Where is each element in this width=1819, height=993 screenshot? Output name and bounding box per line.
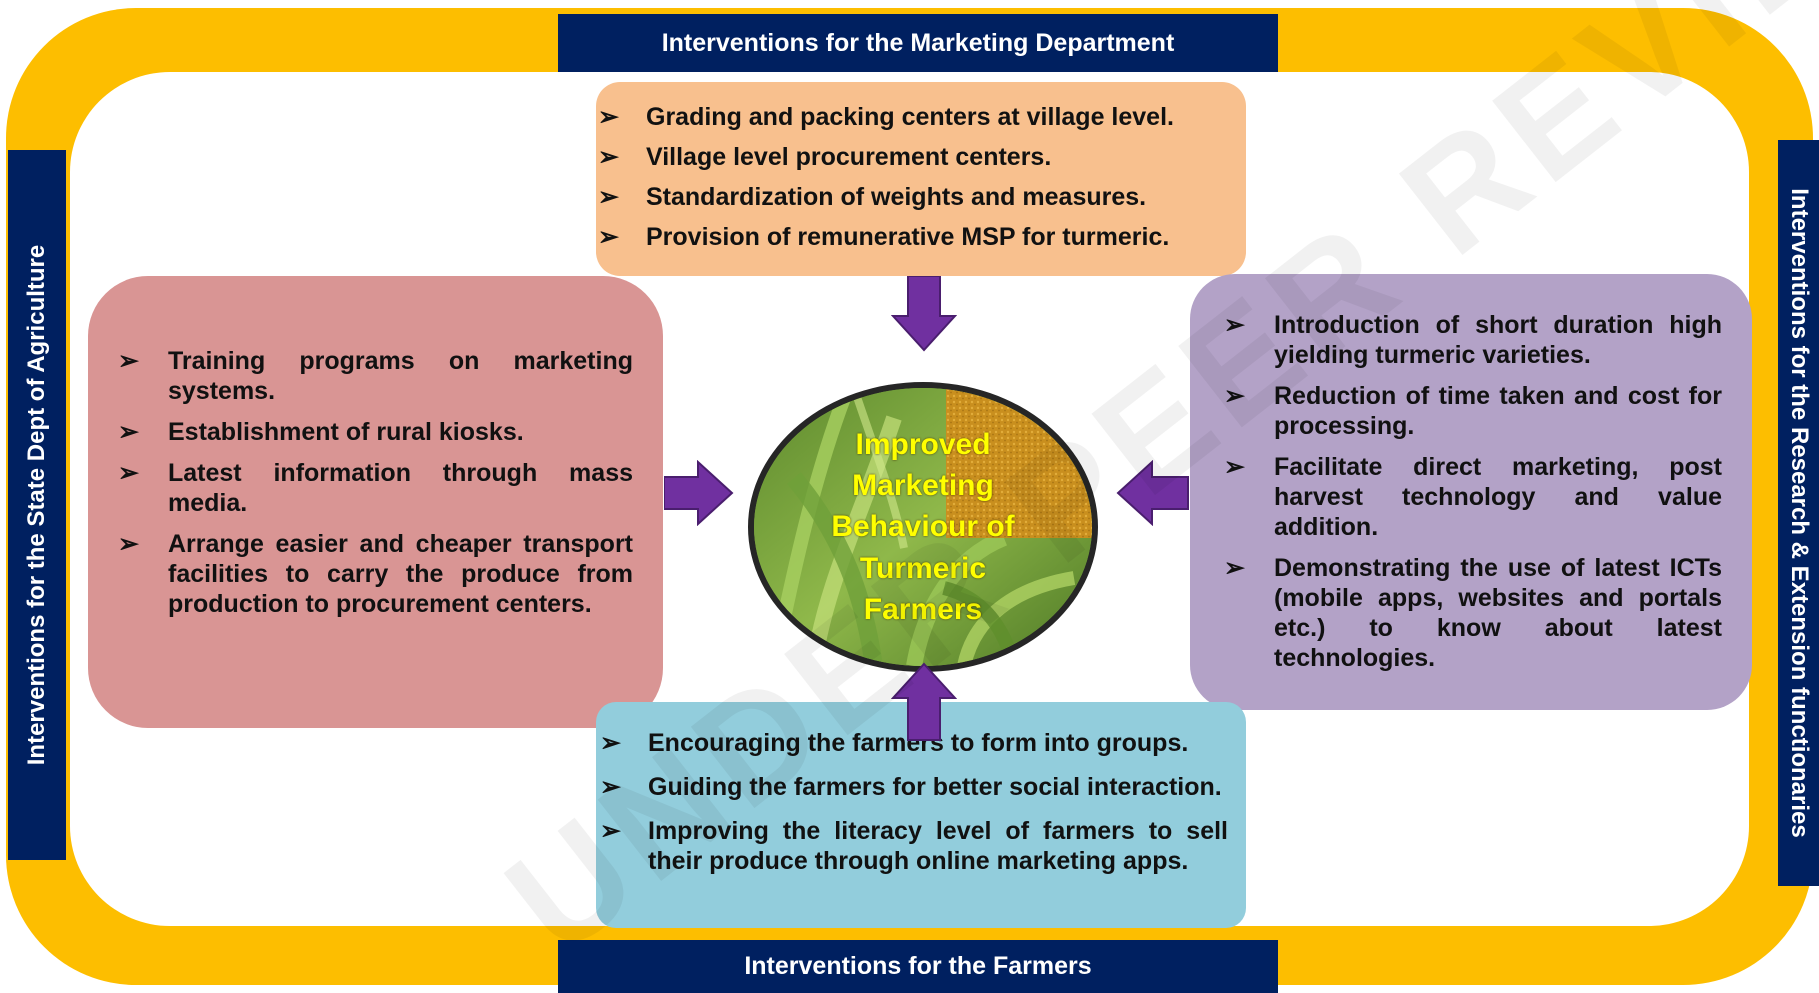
bullet-arrow-icon: ➢ [118,530,139,558]
list-item: ➢Training programs on marketing systems. [118,347,633,405]
bullet-arrow-icon: ➢ [118,347,139,375]
bullet-arrow-icon: ➢ [1224,311,1245,339]
center-title-line: Farmers [863,593,983,627]
label-research-extension-text: Interventions for the Research & Extensi… [1785,188,1813,838]
label-marketing-department: Interventions for the Marketing Departme… [558,14,1278,72]
bullet-arrow-icon: ➢ [1224,554,1245,582]
center-oval: Improved Marketing Behaviour of Turmeric… [748,382,1098,672]
marketing-interventions-box: ➢Grading and packing centers at village … [596,82,1246,276]
list-item: ➢Reduction of time taken and cost for pr… [1224,382,1722,440]
bullet-arrow-icon: ➢ [598,183,619,211]
label-state-agriculture: Interventions for the State Dept of Agri… [8,150,66,860]
bullet-arrow-icon: ➢ [600,817,621,845]
center-title-line: Marketing [852,468,994,502]
arrow-left-icon [1116,460,1189,526]
center-title-line: Turmeric [859,551,987,585]
list-item: ➢Village level procurement centers. [598,143,1052,171]
state-agriculture-interventions-box: ➢Training programs on marketing systems.… [88,276,663,728]
center-title-line: Improved [855,427,991,461]
list-item: ➢Guiding the farmers for better social i… [600,773,1222,801]
list-item: ➢Improving the literacy level of farmers… [600,817,1228,875]
label-research-extension: Interventions for the Research & Extensi… [1778,140,1819,886]
list-item: ➢Standardization of weights and measures… [598,183,1147,211]
bullet-arrow-icon: ➢ [118,459,139,487]
arrow-right-icon [664,460,734,526]
label-marketing-department-text: Interventions for the Marketing Departme… [661,28,1175,57]
bullet-arrow-icon: ➢ [600,773,621,801]
center-title: Improved Marketing Behaviour of Turmeric… [754,388,1092,666]
bullet-arrow-icon: ➢ [600,729,621,757]
list-item: ➢Provision of remunerative MSP for turme… [598,223,1170,251]
list-item: ➢Establishment of rural kiosks. [118,418,524,446]
bullet-arrow-icon: ➢ [598,223,619,251]
research-extension-interventions-box: ➢Introduction of short duration high yie… [1190,274,1752,710]
list-item: ➢Demonstrating the use of latest ICTs (m… [1224,554,1722,672]
bullet-arrow-icon: ➢ [118,418,139,446]
bullet-arrow-icon: ➢ [598,143,619,171]
arrow-down-icon [891,276,957,352]
turmeric-field-image [754,388,1092,666]
label-farmers-text: Interventions for the Farmers [744,952,1092,980]
farmers-interventions-box: ➢Encouraging the farmers to form into gr… [596,702,1246,928]
arrow-up-icon [891,662,957,741]
list-item: ➢Grading and packing centers at village … [598,103,1174,131]
list-item: ➢Latest information through mass media. [118,459,633,517]
bullet-arrow-icon: ➢ [598,103,619,131]
list-item: ➢Arrange easier and cheaper transport fa… [118,530,633,618]
list-item: ➢Facilitate direct marketing, post harve… [1224,453,1722,541]
center-title-line: Behaviour of [831,510,1015,544]
label-farmers: Interventions for the Farmers [558,940,1278,993]
label-state-agriculture-text: Interventions for the State Dept of Agri… [23,244,50,766]
bullet-arrow-icon: ➢ [1224,453,1245,481]
list-item: ➢Introduction of short duration high yie… [1224,311,1722,369]
bullet-arrow-icon: ➢ [1224,382,1245,410]
